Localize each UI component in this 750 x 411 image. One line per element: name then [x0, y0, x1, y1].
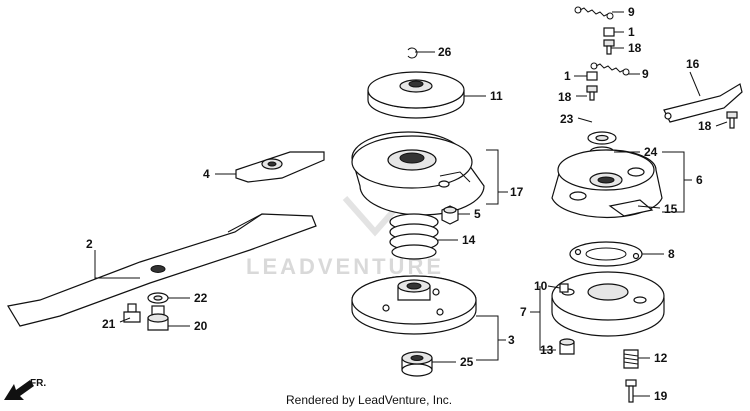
callout-23: 23: [560, 112, 574, 126]
callout-24: 24: [644, 145, 658, 159]
bolt-lower: [586, 85, 598, 101]
brake-lever: [663, 83, 743, 123]
callout-6: 6: [696, 173, 703, 187]
plunger-pin: [625, 379, 637, 403]
mower-blade: [7, 213, 317, 327]
callout-17: 17: [510, 185, 524, 199]
return-spring-top: [574, 6, 614, 20]
callout-16: 16: [686, 57, 700, 71]
leader-lines: [94, 11, 728, 397]
callout-3: 3: [508, 333, 515, 347]
callout-18-top: 18: [628, 41, 642, 55]
callout-12: 12: [654, 351, 668, 365]
spring: [389, 213, 439, 260]
callout-20: 20: [194, 319, 208, 333]
oil-seal: [587, 131, 617, 145]
callout-26: 26: [438, 45, 452, 59]
callout-11: 11: [490, 89, 503, 103]
brake-housing: [551, 149, 663, 219]
callout-9-lower: 9: [642, 67, 649, 81]
render-credit: Rendered by LeadVenture, Inc.: [286, 393, 452, 407]
callout-14: 14: [462, 233, 476, 247]
callout-19: 19: [654, 389, 668, 403]
blade-holder: [235, 151, 325, 183]
callout-8: 8: [668, 247, 675, 261]
clutch-plate: [351, 131, 485, 216]
pulley: [367, 71, 465, 119]
collar-lower: [586, 71, 598, 81]
callout-18-lever: 18: [698, 119, 712, 133]
plunger-spring: [623, 349, 639, 369]
collar-13: [559, 338, 575, 355]
washer: [147, 292, 169, 304]
nut: [441, 205, 459, 225]
callout-1-lower: 1: [564, 69, 571, 83]
callout-22: 22: [194, 291, 208, 305]
callout-2: 2: [86, 237, 93, 251]
callout-13: 13: [540, 343, 554, 357]
callout-10: 10: [534, 279, 548, 293]
callout-21: 21: [102, 317, 116, 331]
gasket: [569, 241, 643, 267]
callout-25: 25: [460, 355, 474, 369]
callout-15: 15: [664, 202, 678, 216]
dowel-pin: [559, 283, 569, 293]
blade-bolt: [147, 305, 169, 331]
callout-numbers: 9 1 18 26 1 9 16 11 18 23 18 24 4 6 17 1…: [86, 5, 712, 403]
callout-4: 4: [203, 167, 210, 181]
callout-7: 7: [520, 305, 527, 319]
callout-9-top: 9: [628, 5, 635, 19]
flange-bolt: [123, 303, 141, 323]
return-spring-lower: [590, 62, 630, 76]
collar-upper: [603, 27, 615, 37]
lever-bolt: [726, 111, 738, 129]
bolt-upper: [603, 39, 615, 55]
lower-case: [551, 271, 665, 337]
direction-label: FR.: [30, 378, 46, 389]
callout-5: 5: [474, 207, 481, 221]
bearing: [401, 351, 433, 377]
base-plate: [351, 275, 477, 335]
callout-1-top: 1: [628, 25, 635, 39]
callout-18-middle: 18: [558, 90, 572, 104]
front-direction-arrow: FR.: [4, 378, 46, 400]
pin: [407, 47, 418, 59]
